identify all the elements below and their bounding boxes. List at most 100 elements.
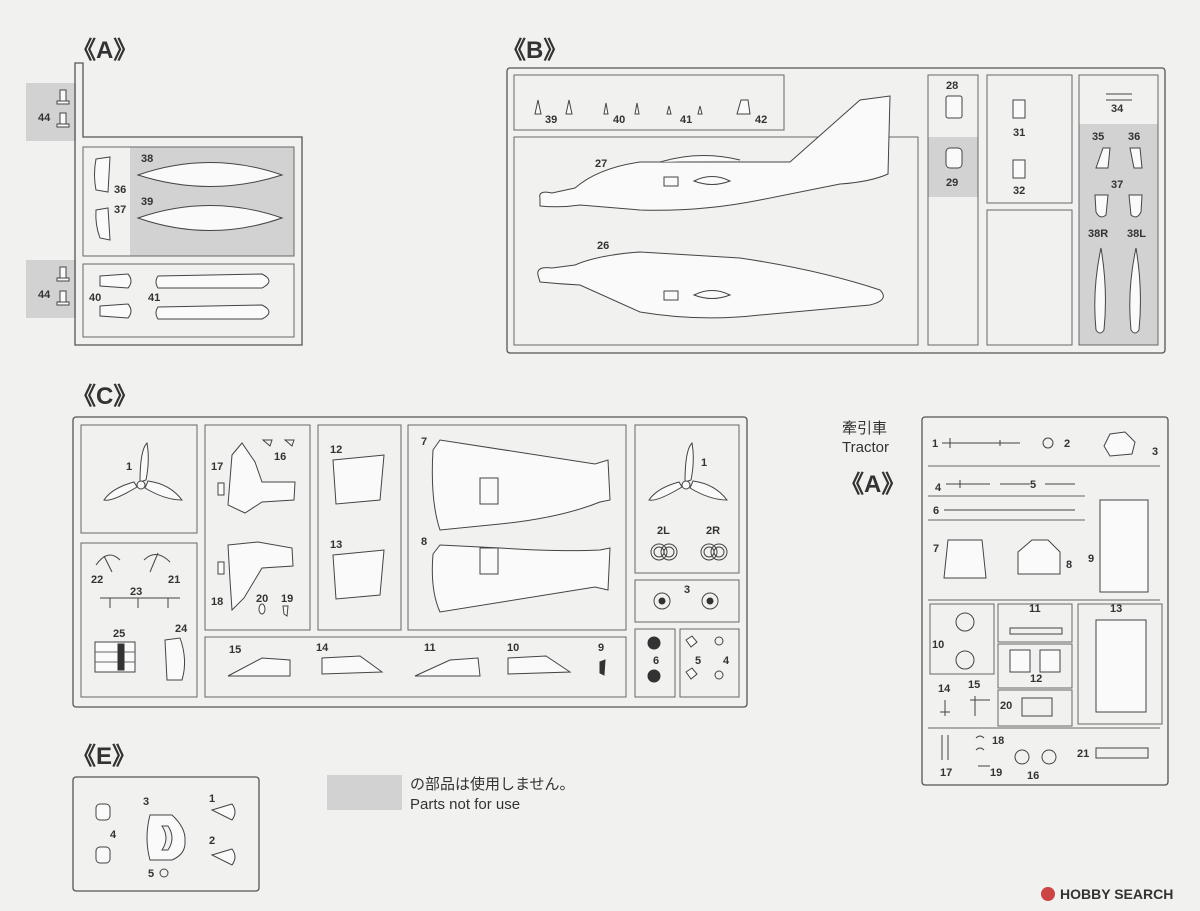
label-b-38r: 38R	[1088, 228, 1108, 240]
part-b-27-window-b	[692, 176, 732, 185]
tractor-tag: 《A》	[840, 471, 905, 498]
label-c-16: 16	[274, 451, 286, 463]
part-c-24	[164, 637, 186, 681]
sprue-a: 《A》 44 44 36 37 38 39 40 41	[26, 37, 303, 346]
tractor-title-en: Tractor	[842, 439, 889, 456]
part-t-3	[1103, 431, 1136, 457]
sprue-b: 《B》 39 40 41 42 27 26 2	[502, 37, 1166, 354]
part-b-37a	[1094, 194, 1109, 218]
unused-area-44b	[26, 260, 76, 318]
part-b-37b	[1128, 194, 1143, 218]
label-c-15: 15	[229, 644, 241, 656]
label-c-22: 22	[91, 574, 103, 586]
watermark: HOBBY SEARCH	[1041, 886, 1173, 902]
part-b-39b	[565, 99, 573, 115]
part-44-pin	[56, 89, 70, 306]
sprue-c-box-fairings	[204, 636, 627, 698]
part-a-40b	[99, 303, 132, 319]
label-b-36: 36	[1128, 131, 1140, 143]
part-e-4a	[95, 803, 111, 821]
label-a-41: 41	[148, 292, 160, 304]
part-b-29	[945, 147, 963, 169]
part-b-26	[537, 251, 884, 319]
part-c-12	[332, 454, 385, 505]
section-b-title: 《B》	[502, 37, 567, 64]
label-b-35: 35	[1092, 131, 1104, 143]
label-t-18: 18	[992, 735, 1004, 747]
part-b-41b	[697, 105, 703, 115]
part-c-23	[100, 597, 180, 608]
unused-area-44a	[26, 83, 76, 141]
label-c-1a: 1	[126, 461, 132, 473]
part-c-3b	[701, 592, 719, 610]
label-c-5: 5	[695, 655, 701, 667]
part-t-10b	[955, 650, 975, 670]
label-t-7: 7	[933, 543, 939, 555]
part-c-17-tab	[217, 482, 225, 496]
sprue-c-box-prop-b	[634, 424, 740, 574]
part-c-9	[599, 659, 606, 676]
part-t-12	[1009, 649, 1061, 673]
sprue-e-frame	[72, 776, 260, 892]
label-c-18: 18	[211, 596, 223, 608]
label-b-34: 34	[1111, 103, 1124, 115]
part-b-38l	[1129, 247, 1141, 334]
part-c-18-tab	[217, 561, 225, 575]
part-c-25	[94, 641, 136, 673]
label-t-21: 21	[1077, 748, 1089, 760]
part-b-34	[1106, 93, 1132, 101]
label-t-12: 12	[1030, 673, 1042, 685]
label-c-13: 13	[330, 539, 342, 551]
label-c-1b: 1	[701, 457, 707, 469]
part-c-18	[227, 541, 294, 612]
part-b-27	[539, 95, 891, 211]
part-c-2l	[650, 543, 678, 561]
part-a-40a	[99, 273, 132, 289]
label-a-36: 36	[114, 184, 126, 196]
label-t-9: 9	[1088, 553, 1094, 565]
label-t-16: 16	[1027, 770, 1039, 782]
part-b-42	[736, 99, 751, 115]
sprue-c-box-stab	[204, 424, 311, 631]
part-b-36	[1129, 147, 1143, 169]
part-t-17	[941, 735, 949, 760]
part-t-16b	[1041, 749, 1057, 765]
label-b-37: 37	[1111, 179, 1123, 191]
tractor-box-13	[1077, 603, 1163, 725]
label-c-20: 20	[256, 593, 268, 605]
part-c-16	[261, 439, 295, 447]
label-a-40: 40	[89, 292, 101, 304]
label-e-5: 5	[148, 868, 154, 880]
label-t-1: 1	[932, 438, 938, 450]
legend-text-jp: の部品は使用しません。	[410, 776, 575, 793]
tractor-frame	[921, 416, 1169, 786]
label-b-26: 26	[597, 240, 609, 252]
label-c-12: 12	[330, 444, 342, 456]
part-c-17	[227, 442, 296, 514]
part-t-14	[940, 700, 950, 716]
section-e-title: 《E》	[72, 743, 136, 770]
part-c-19	[282, 605, 289, 617]
label-t-19: 19	[990, 767, 1002, 779]
label-t-4: 4	[935, 482, 942, 494]
tractor-box-10	[929, 603, 995, 675]
legend-text-en: Parts not for use	[410, 796, 520, 813]
label-t-20: 20	[1000, 700, 1012, 712]
sprue-b-box-28-29	[927, 74, 979, 346]
label-c-3: 3	[684, 584, 690, 596]
label-c-2l: 2L	[657, 525, 670, 537]
part-t-21	[1095, 747, 1149, 759]
label-a-37: 37	[114, 204, 126, 216]
label-t-2: 2	[1064, 438, 1070, 450]
label-b-38l: 38L	[1127, 228, 1146, 240]
label-c-6: 6	[653, 655, 659, 667]
part-t-11	[1009, 627, 1063, 635]
sprue-e: 《E》 4 3 1 2 5	[72, 743, 260, 892]
part-t-20	[1021, 697, 1053, 717]
part-b-40a	[603, 102, 609, 115]
unused-area-35-38	[1079, 124, 1158, 345]
part-b-35	[1095, 147, 1111, 169]
label-e-4: 4	[110, 829, 117, 841]
part-t-16a	[1014, 749, 1030, 765]
label-b-40: 40	[613, 114, 625, 126]
